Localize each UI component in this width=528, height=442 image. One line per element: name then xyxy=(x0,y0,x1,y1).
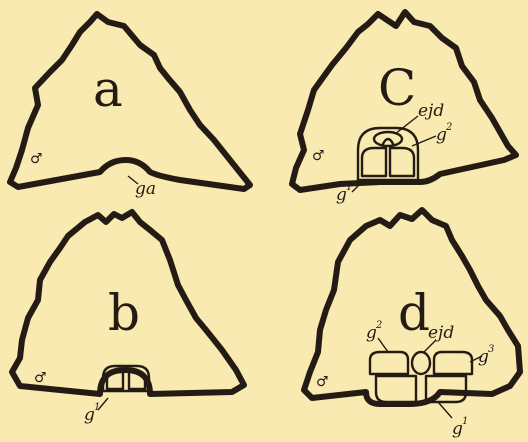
panel-d-male-symbol: ♂ xyxy=(316,374,329,390)
panel-c: C ♂ ejd g 2 g 1 xyxy=(292,12,516,205)
panel-b-label-g1-sup: 1 xyxy=(94,402,100,413)
panel-c-ejd-leader xyxy=(395,116,418,134)
panel-c-ganglion-left-lobe xyxy=(362,148,386,176)
panel-d-label-g1-sup: 1 xyxy=(462,416,468,427)
panel-d-g1-leader xyxy=(438,402,452,418)
panel-a-male-symbol: ♂ xyxy=(30,151,43,167)
panel-d: d ♂ g 2 ejd g 3 g 1 xyxy=(304,210,520,439)
panel-d-upper-ganglion-left xyxy=(370,352,408,374)
panel-d-label-g3-sup: 3 xyxy=(488,344,494,355)
panel-d-label-g2-sup: 2 xyxy=(375,320,382,331)
panel-d-label-ejd: ejd xyxy=(428,323,454,343)
panel-a: a ♂ ga xyxy=(10,14,250,199)
panel-d-lower-ganglion-left xyxy=(376,376,416,402)
panel-c-male-symbol: ♂ xyxy=(312,148,325,164)
panel-b: b ♂ g 1 xyxy=(12,212,244,425)
panel-a-outline xyxy=(10,14,250,189)
panel-c-ganglion-outer xyxy=(358,128,418,180)
panel-c-organs xyxy=(358,128,418,180)
panel-c-label-ejd: ejd xyxy=(418,101,444,121)
panel-d-upper-ganglion-right xyxy=(434,352,472,374)
panel-c-ganglion-right-lobe xyxy=(390,148,414,176)
panel-c-label-g2-sup: 2 xyxy=(445,122,452,133)
panel-d-ejaculatory-duct xyxy=(412,352,430,374)
panel-c-label-g1-sup: 1 xyxy=(346,182,352,193)
panel-d-g2-leader xyxy=(378,338,388,352)
panel-b-male-symbol: ♂ xyxy=(34,370,47,386)
panel-b-letter: b xyxy=(108,284,140,342)
panel-a-label-ga: ga xyxy=(135,179,156,199)
panel-d-letter: d xyxy=(398,284,430,342)
panel-c-letter: C xyxy=(378,59,416,117)
panel-a-letter: a xyxy=(93,60,123,118)
